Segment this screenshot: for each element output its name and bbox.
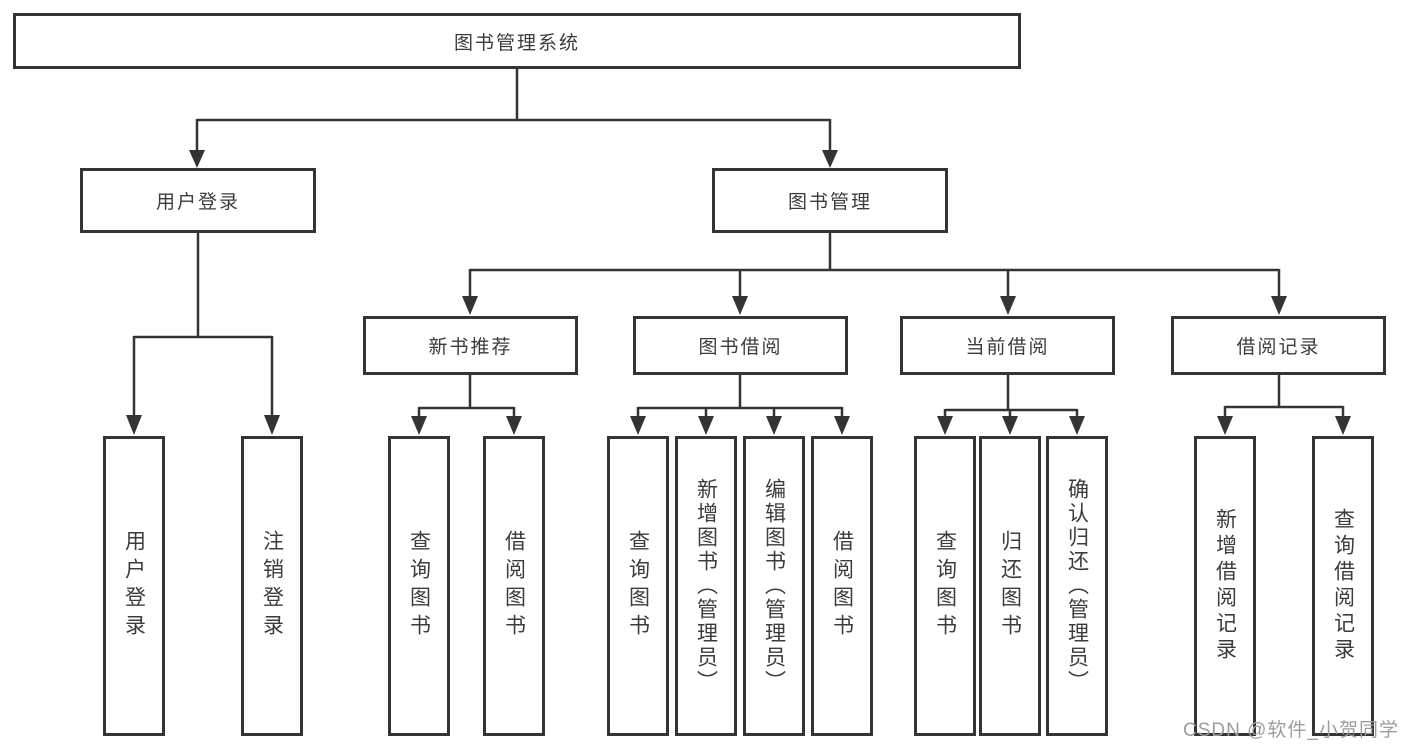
node-new-book-recommend-label: 新书推荐 <box>428 337 513 358</box>
leaf-nbr-borrow-books: 借阅图书 <box>483 436 545 736</box>
node-borrow-records: 借阅记录 <box>1171 316 1386 375</box>
leaf-bb-query-books: 查询图书 <box>607 436 669 736</box>
leaf-cb-return-books: 归还图书 <box>979 436 1041 736</box>
node-book-borrow-label: 图书借阅 <box>698 337 783 358</box>
leaf-bb-edit-books-admin: 编辑图书（管理员） <box>743 436 805 736</box>
node-user-login: 用户登录 <box>80 168 316 233</box>
node-current-borrow: 当前借阅 <box>900 316 1115 375</box>
node-book-borrow: 图书借阅 <box>633 316 848 375</box>
node-current-borrow-label: 当前借阅 <box>965 337 1050 358</box>
leaf-bb-borrow-books: 借阅图书 <box>811 436 873 736</box>
node-user-login-label: 用户登录 <box>155 192 240 213</box>
watermark-text: CSDN @软件_小贺同学 <box>1183 720 1399 741</box>
leaf-user-login: 用户登录 <box>103 436 165 736</box>
node-book-management-label: 图书管理 <box>787 192 872 213</box>
leaf-nbr-query-books: 查询图书 <box>388 436 450 736</box>
leaf-br-query-record: 查询借阅记录 <box>1312 436 1374 736</box>
leaf-logout: 注销登录 <box>241 436 303 736</box>
node-root-label: 图书管理系统 <box>453 32 580 54</box>
leaf-cb-query-books: 查询图书 <box>914 436 976 736</box>
leaf-bb-add-books-admin: 新增图书（管理员） <box>675 436 737 736</box>
node-root: 图书管理系统 <box>13 13 1021 69</box>
leaf-br-add-record: 新增借阅记录 <box>1194 436 1256 736</box>
node-book-management: 图书管理 <box>712 168 948 233</box>
node-borrow-records-label: 借阅记录 <box>1236 337 1321 358</box>
leaf-cb-confirm-return-admin: 确认归还（管理员） <box>1046 436 1108 736</box>
node-new-book-recommend: 新书推荐 <box>363 316 578 375</box>
